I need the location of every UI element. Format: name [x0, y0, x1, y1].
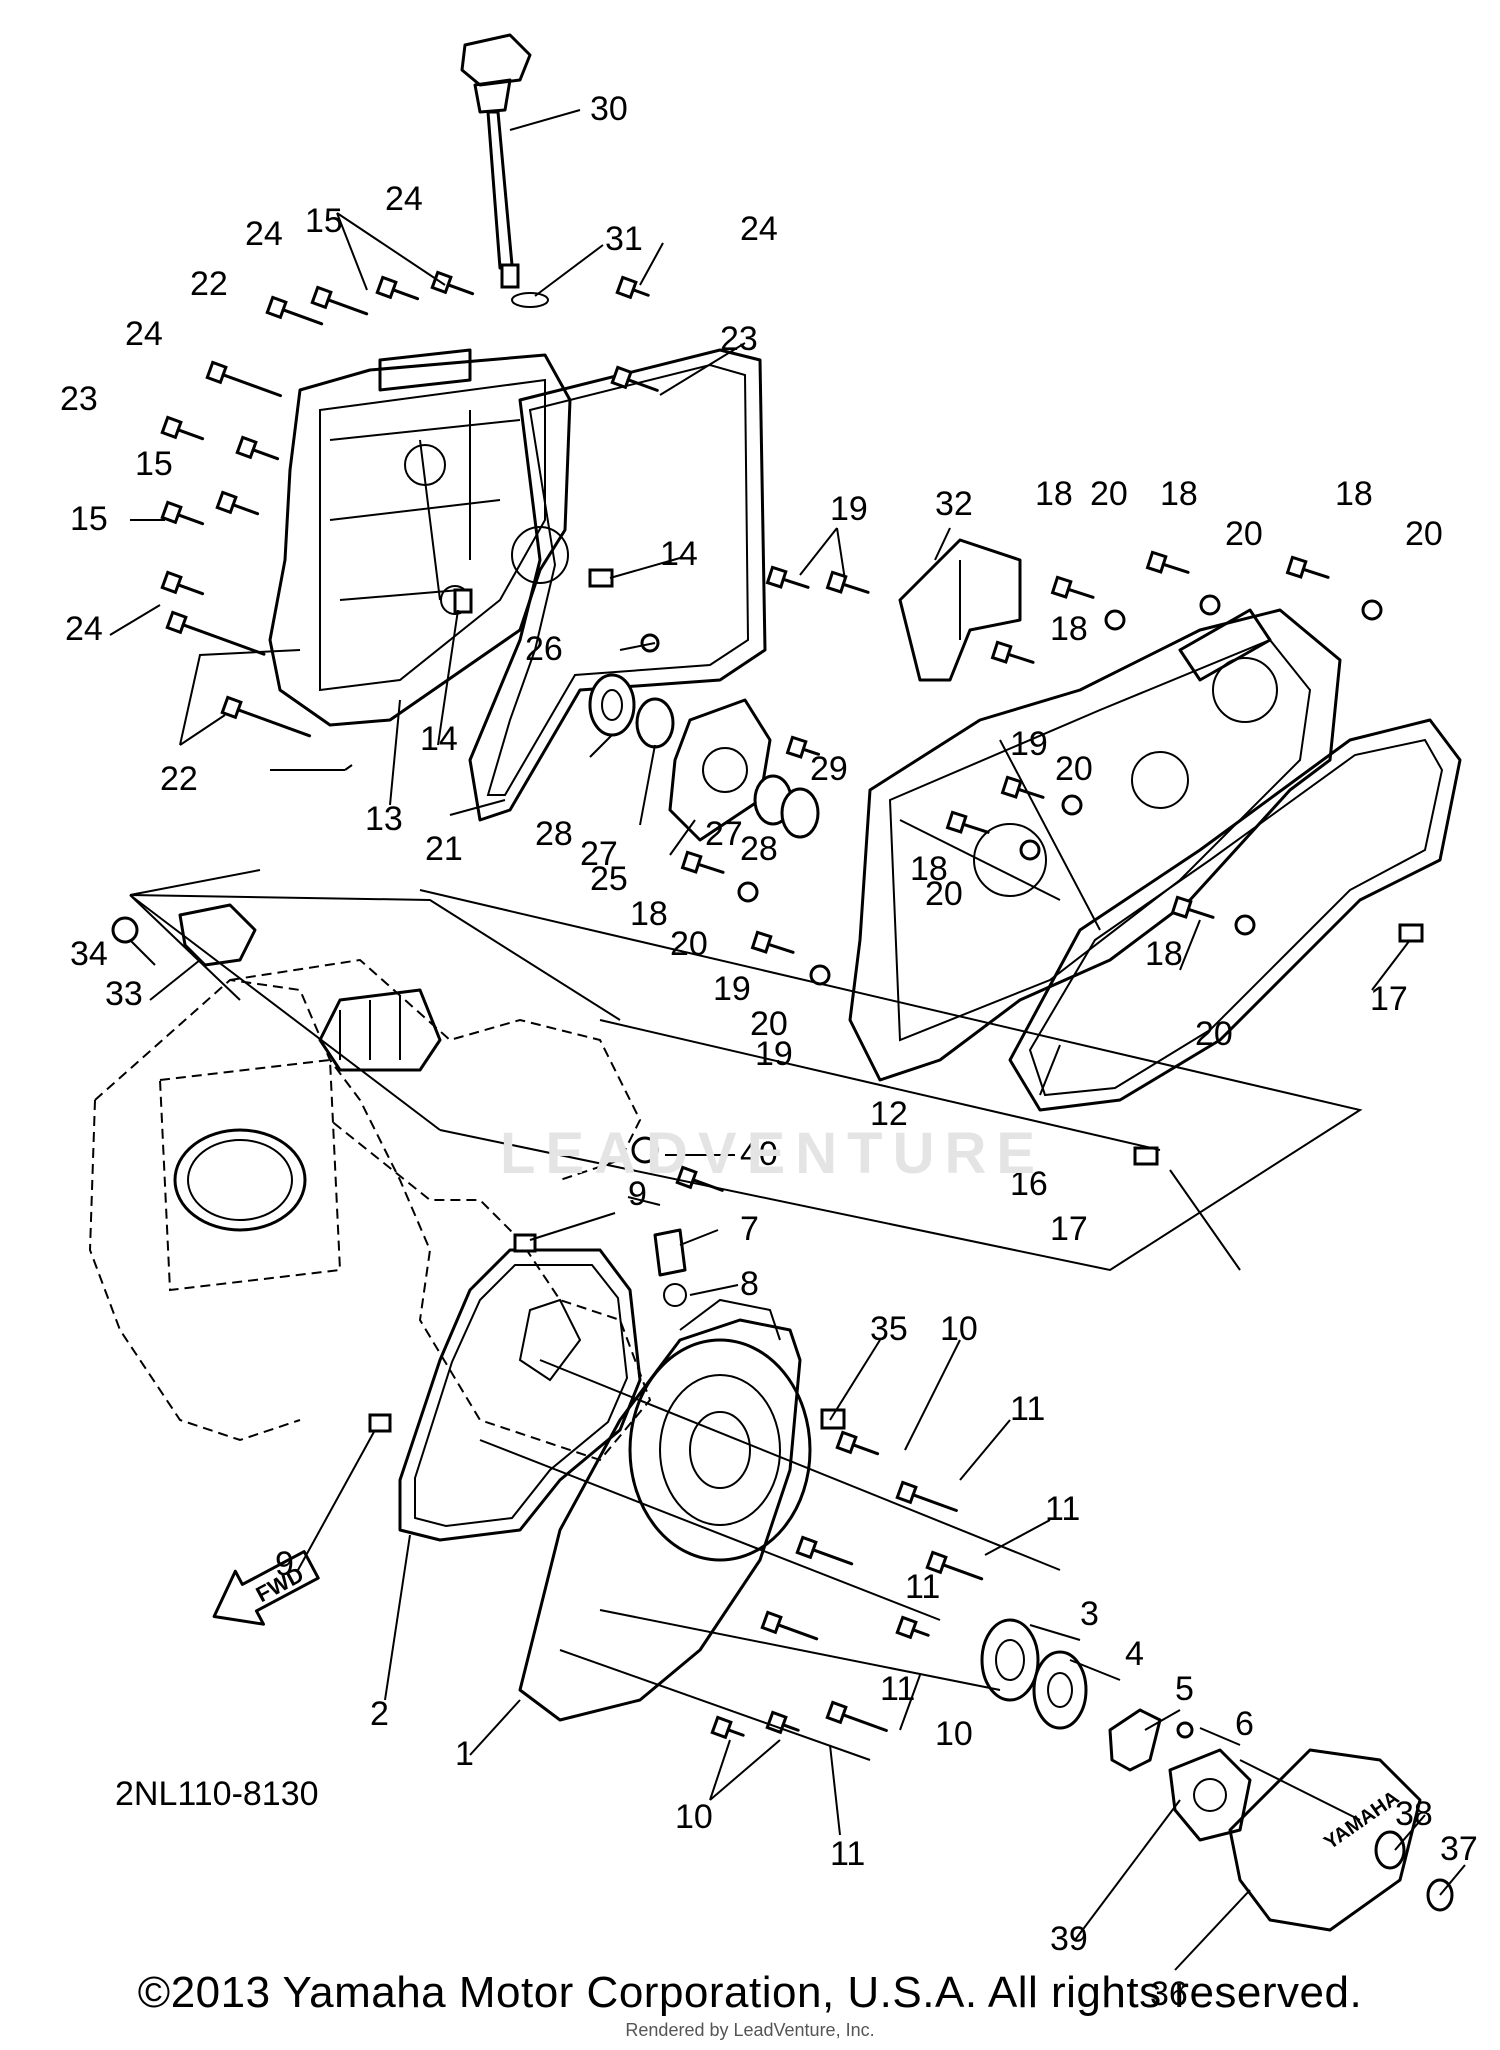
- callout-label: 39: [1050, 1920, 1088, 1958]
- callout-label: 16: [1010, 1165, 1048, 1203]
- callout-label: 15: [135, 445, 173, 483]
- callout-label: 5: [1175, 1670, 1194, 1708]
- crankcase-left-half: [268, 348, 572, 727]
- callout-label: 2: [370, 1695, 389, 1733]
- callout-label: 18: [630, 895, 668, 933]
- callout-label: 15: [70, 500, 108, 538]
- reference-lines: [129, 764, 1363, 1821]
- callout-label: 19: [755, 1035, 793, 1073]
- callout-label: 18: [1050, 610, 1088, 648]
- callout-label: 37: [1440, 1830, 1478, 1868]
- callout-label: 27: [580, 835, 618, 873]
- leader-lines: [109, 109, 1466, 1971]
- callout-label: 11: [1010, 1390, 1045, 1428]
- callout-label: 11: [1045, 1490, 1080, 1528]
- callout-label: 13: [365, 800, 403, 838]
- callout-label: 20: [1195, 1015, 1233, 1053]
- callout-label: 18: [1335, 475, 1373, 513]
- callout-label: 22: [160, 760, 198, 798]
- callout-label: 24: [740, 210, 778, 248]
- callout-label: 24: [65, 610, 103, 648]
- callout-label: 17: [1370, 980, 1408, 1018]
- callout-label: 25: [590, 860, 628, 898]
- callout-label: 27: [705, 815, 743, 853]
- callout-label: 10: [940, 1310, 978, 1348]
- callout-label: 6: [1235, 1705, 1254, 1743]
- callout-label: 36: [1150, 1975, 1188, 2013]
- callout-label: 11: [905, 1568, 940, 1606]
- callout-label: 30: [590, 90, 628, 128]
- callout-label: 33: [105, 975, 143, 1013]
- callout-label: 15: [305, 202, 343, 240]
- callout-label: 29: [810, 750, 848, 788]
- callout-label: 22: [190, 265, 228, 303]
- callout-label: 19: [713, 970, 751, 1008]
- watermark: LEADVENTURE: [500, 1121, 1046, 1186]
- bracket-32: [898, 538, 1022, 682]
- callout-label: 24: [245, 215, 283, 253]
- callout-label: 34: [70, 935, 108, 973]
- callout-label: 19: [830, 490, 868, 528]
- callout-label: 10: [675, 1798, 713, 1836]
- callout-label: 10: [935, 1715, 973, 1753]
- callout-label: 20: [1090, 475, 1128, 513]
- callout-label: 18: [910, 850, 948, 888]
- gasket-2: [398, 1248, 642, 1542]
- callout-label: 32: [935, 485, 973, 523]
- callout-label: 18: [1160, 475, 1198, 513]
- callout-label: 7: [740, 1210, 759, 1248]
- callout-label: 31: [605, 220, 643, 258]
- callout-labels: 1 2 3 4 5 6 7 8 9 9 10 10 10 10 11 11 11…: [60, 90, 1478, 2013]
- callout-label: 24: [125, 315, 163, 353]
- crankcase-right-half: [848, 608, 1342, 1082]
- callout-label: 21: [425, 830, 463, 868]
- callout-label: 11: [880, 1670, 915, 1708]
- rendered-by-note: Rendered by LeadVenture, Inc.: [625, 2020, 875, 2040]
- dipstick-30: [460, 33, 549, 308]
- bolts: [111, 270, 1424, 1740]
- callout-label: 9: [275, 1545, 294, 1583]
- diagram-code: 2NL110-8130: [115, 1775, 319, 1813]
- callout-label: 4: [1125, 1635, 1144, 1673]
- callout-label: 35: [870, 1310, 908, 1348]
- callout-label: 14: [420, 720, 458, 758]
- callout-label: 20: [925, 875, 963, 913]
- callout-label: 26: [525, 630, 563, 668]
- callout-label: 8: [740, 1265, 759, 1303]
- callout-label: 18: [1145, 935, 1183, 973]
- callout-label: 17: [1050, 1210, 1088, 1248]
- callout-label: 14: [660, 535, 698, 573]
- callout-label: 3: [1080, 1595, 1099, 1633]
- callout-label: 1: [455, 1735, 474, 1773]
- callout-label: 28: [535, 815, 573, 853]
- gasket-21: [468, 348, 767, 822]
- callout-label: 20: [750, 1005, 788, 1043]
- gasket-16: [1008, 718, 1462, 1112]
- callout-label: 18: [1035, 475, 1073, 513]
- callout-label: 20: [670, 925, 708, 963]
- copyright-footer: ©2013 Yamaha Motor Corporation, U.S.A. A…: [137, 1968, 1363, 2017]
- callout-label: 23: [720, 320, 758, 358]
- callout-label: 12: [870, 1095, 908, 1133]
- small-parts: YAMAHA: [980, 1618, 1454, 1932]
- callout-label: 20: [1055, 750, 1093, 788]
- callout-label: 11: [830, 1835, 865, 1873]
- callout-label: 9: [628, 1175, 647, 1213]
- callout-label: 40: [740, 1135, 778, 1173]
- callout-label: 38: [1395, 1795, 1433, 1833]
- seal-parts: [588, 633, 820, 842]
- callout-label: 24: [385, 180, 423, 218]
- engine-block-outline: [88, 894, 652, 1462]
- callout-label: 20: [1405, 515, 1443, 553]
- callout-label: 19: [1010, 725, 1048, 763]
- callout-label: 20: [1225, 515, 1263, 553]
- callout-label: 23: [60, 380, 98, 418]
- crankcase-cover-1: [518, 1298, 812, 1722]
- callout-label: 28: [740, 830, 778, 868]
